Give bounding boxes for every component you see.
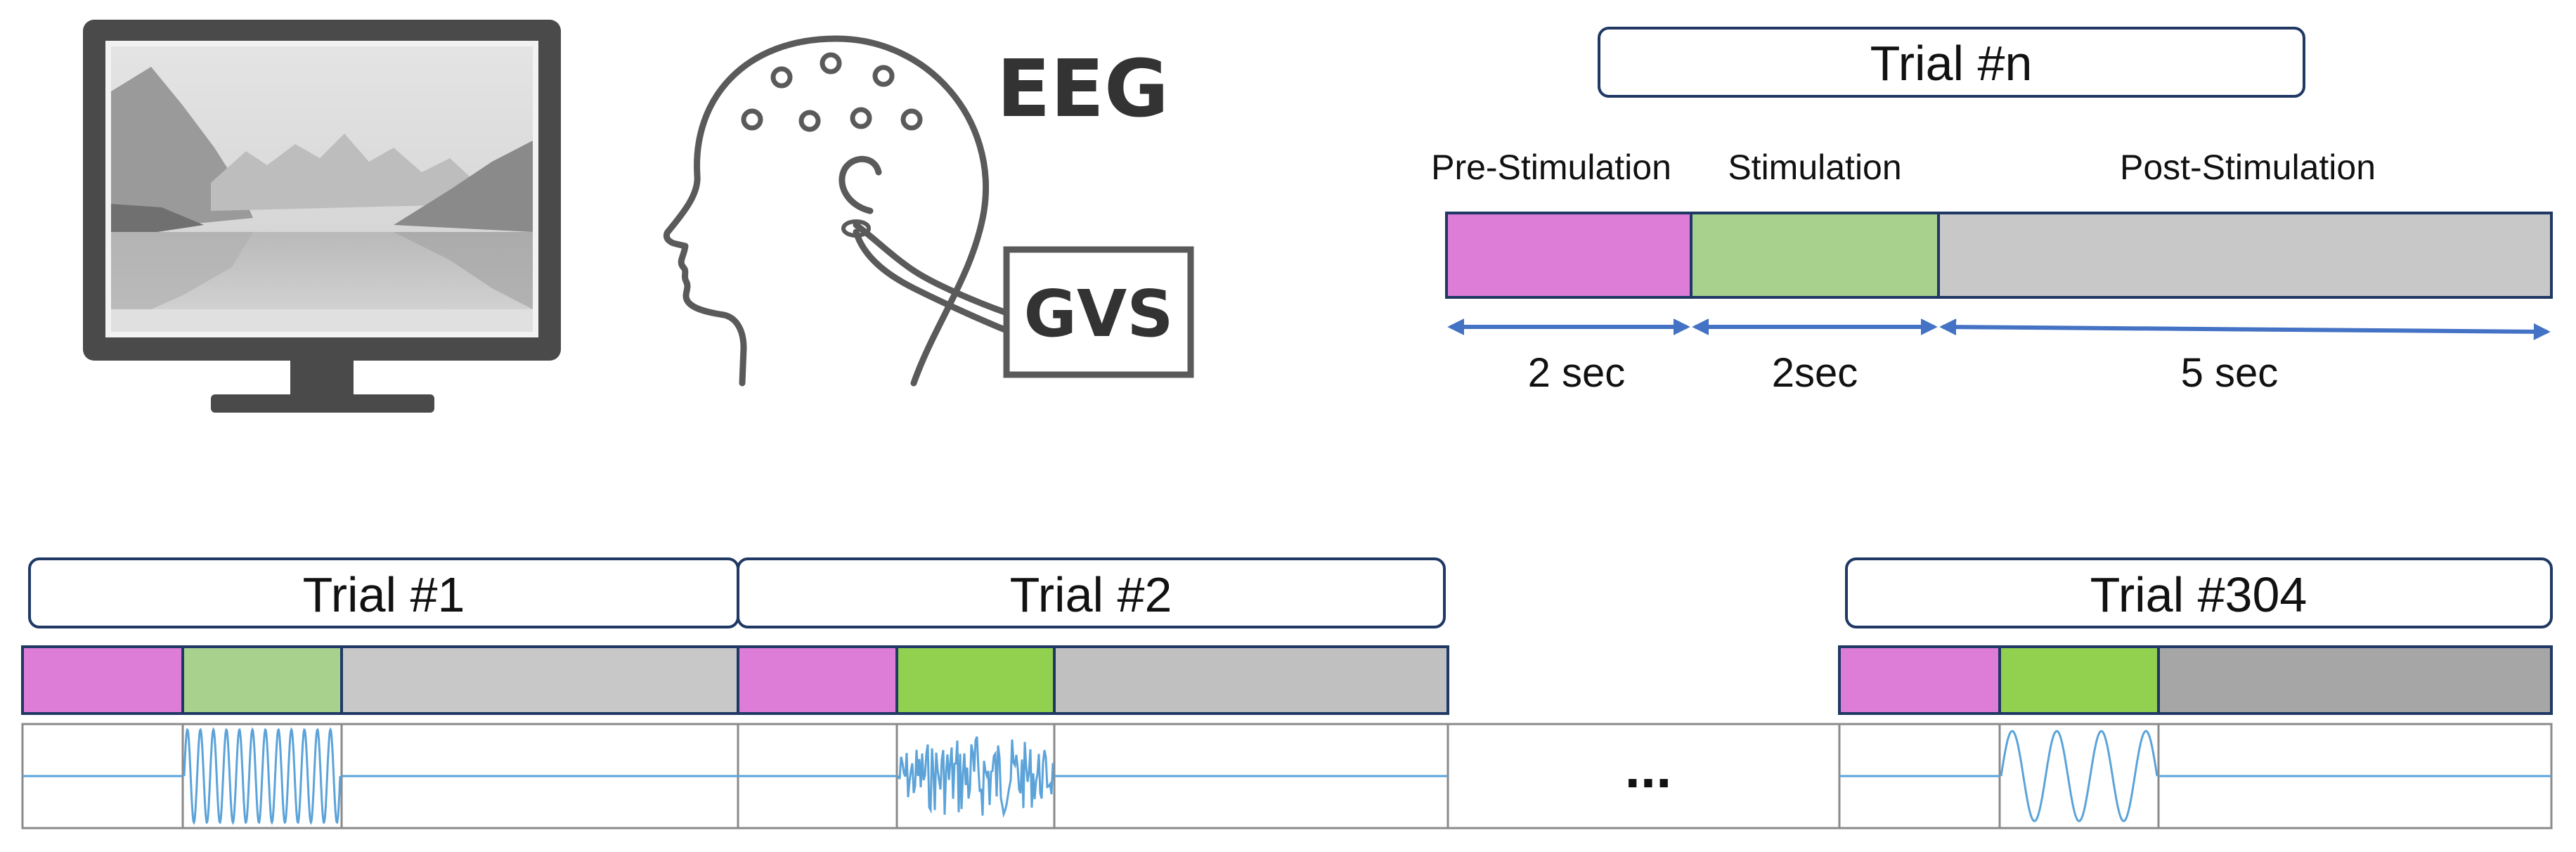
trial-1-post-stimulation-bar xyxy=(340,645,739,715)
electrode xyxy=(741,108,763,131)
gvs-electrode xyxy=(841,219,871,238)
gvs-cable-lower xyxy=(853,228,1010,334)
trial-template-title: Trial #n xyxy=(1870,36,2033,91)
shore xyxy=(111,309,533,332)
trial-304-title: Trial #304 xyxy=(2090,567,2308,622)
trial-1-stimulation-bar xyxy=(181,645,343,715)
trial-304-post-stimulation-bar xyxy=(2157,645,2553,715)
electrode xyxy=(798,110,821,132)
phase-bar-stimulation xyxy=(1690,212,1940,299)
trial-1-pre-stimulation-bar xyxy=(21,645,184,715)
eeg-electrodes xyxy=(741,52,923,132)
trial-2-post-stimulation-bar xyxy=(1053,645,1449,715)
trial-2-stimulation-waveform xyxy=(897,736,1054,818)
trial-1-stimulation-waveform xyxy=(183,727,342,825)
electrode xyxy=(770,66,793,89)
mountain-right xyxy=(394,141,533,232)
duration-label-post-stimulation: 5 sec xyxy=(2181,350,2279,396)
electrode xyxy=(850,107,872,129)
duration-arrow-post-stimulation xyxy=(1939,318,2551,340)
electrode xyxy=(872,65,895,87)
eeg-label: EEG xyxy=(997,44,1169,135)
monitor-base xyxy=(211,394,434,413)
reflection-left xyxy=(111,232,253,323)
gvs-label: GVS xyxy=(1024,276,1174,351)
trial-2-title: Trial #2 xyxy=(1010,567,1172,622)
gvs-box xyxy=(1003,246,1194,378)
head-outline xyxy=(663,35,990,387)
phase-name-stimulation: Stimulation xyxy=(1728,148,1901,187)
phase-name-post-stimulation: Post-Stimulation xyxy=(2120,148,2376,187)
trial-304-pre-stimulation-bar xyxy=(1838,645,2001,715)
monitor-neck xyxy=(290,361,354,397)
phase-bar-post-stimulation xyxy=(1937,212,2553,299)
trial-template-title-box xyxy=(1598,27,2305,98)
reflection-right xyxy=(394,232,533,309)
trial-304-stimulation-waveform xyxy=(2000,730,2158,822)
duration-label-pre-stimulation: 2 sec xyxy=(1528,350,1626,396)
ellipsis: ... xyxy=(1625,737,1672,799)
electrode xyxy=(820,52,842,75)
ear xyxy=(839,155,882,214)
monitor-icon xyxy=(83,20,561,413)
treeline-left xyxy=(111,204,204,239)
mountain-range xyxy=(211,134,492,211)
trial-304-stimulation-bar xyxy=(1998,645,2160,715)
trial-304-title-box xyxy=(1845,557,2553,628)
head-with-eeg-icon xyxy=(663,35,1010,387)
gvs-cable-upper xyxy=(853,221,1010,316)
phase-bar-pre-stimulation xyxy=(1445,212,1692,299)
trial-1-title: Trial #1 xyxy=(303,567,465,622)
phase-name-pre-stimulation: Pre-Stimulation xyxy=(1431,148,1671,187)
trial-sequence: Trial #1 Trial #2 Trial #304 xyxy=(21,557,2553,830)
trial-template: Trial #n Pre-Stimulation Stimulation Pos… xyxy=(1431,27,2553,396)
trial-2-stimulation-bar xyxy=(895,645,1056,715)
trial-2-pre-stimulation-bar xyxy=(737,645,898,715)
duration-label-stimulation: 2sec xyxy=(1772,350,1858,396)
electrode xyxy=(900,108,923,131)
trial-2-title-box xyxy=(737,557,1446,628)
